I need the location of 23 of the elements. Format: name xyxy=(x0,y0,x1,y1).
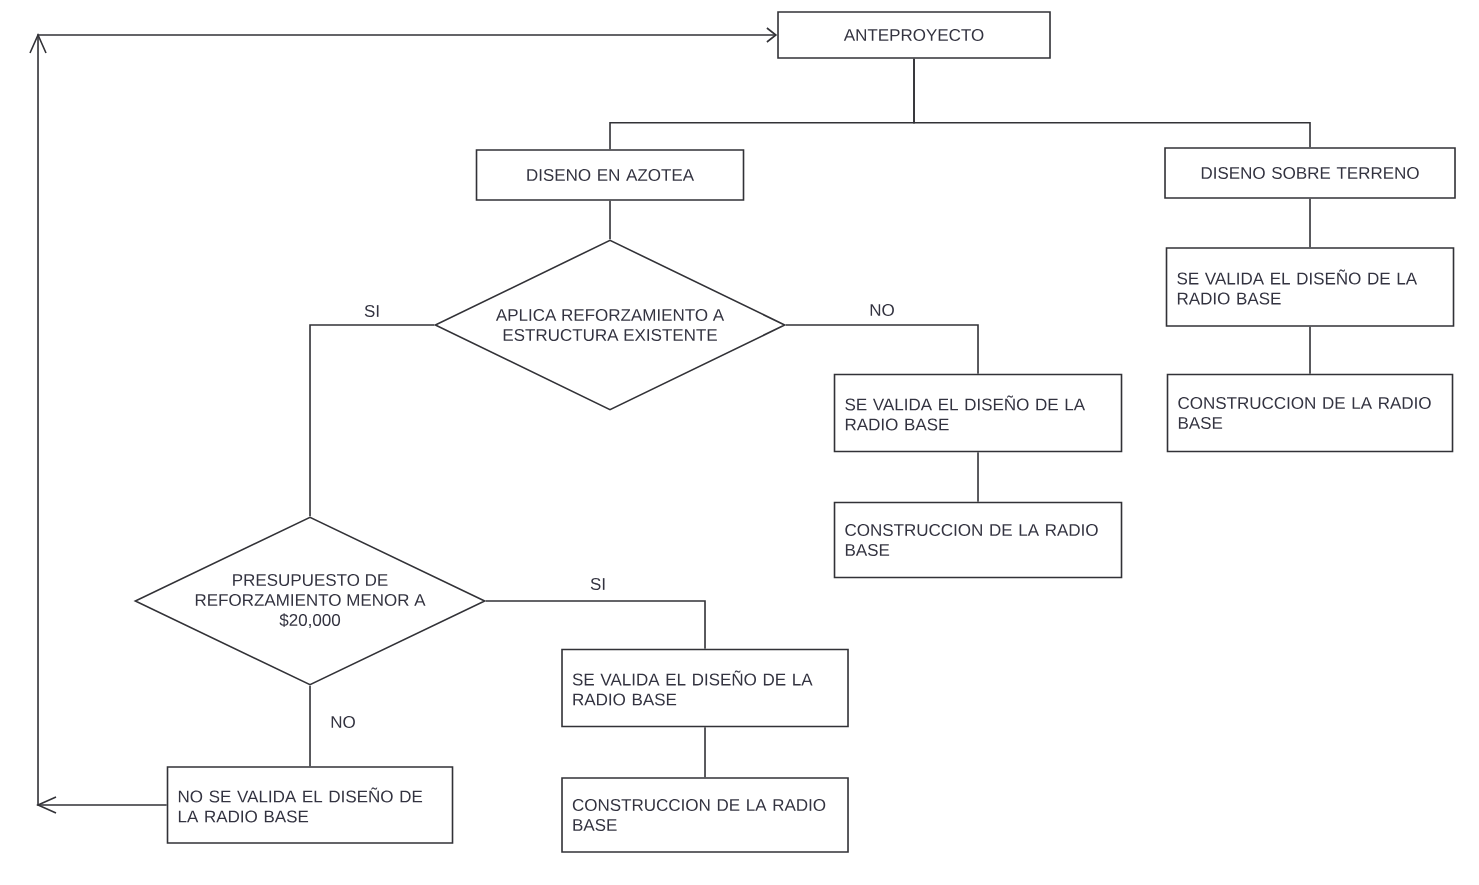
connector xyxy=(309,324,435,517)
process-box: NO SE VALIDA EL DISEÑO DE LA RADIO BASE xyxy=(166,766,454,844)
edge-label: SI xyxy=(589,577,608,591)
connector xyxy=(704,726,706,778)
process-box: SE VALIDA EL DISEÑO DE LA RADIO BASE xyxy=(833,373,1123,453)
connector xyxy=(1309,326,1311,375)
connector xyxy=(977,451,979,503)
process-box: DISENO EN AZOTEA xyxy=(475,149,745,201)
connector xyxy=(29,27,778,814)
process-box: ANTEPROYECTO xyxy=(777,11,1051,59)
process-box: DISENO SOBRE TERRENO xyxy=(1164,147,1456,199)
edge-label: SI xyxy=(363,304,382,318)
process-box: CONSTRUCCION DE LA RADIO BASE xyxy=(1166,373,1454,453)
process-box: SE VALIDA EL DISEÑO DE LA RADIO BASE xyxy=(1165,247,1455,327)
connector xyxy=(485,600,706,650)
process-box: SE VALIDA EL DISEÑO DE LA RADIO BASE xyxy=(561,648,849,728)
connector xyxy=(1309,198,1311,248)
process-box: CONSTRUCCION DE LA RADIO BASE xyxy=(833,501,1123,579)
connector xyxy=(609,200,611,240)
connector xyxy=(309,685,311,767)
process-box: CONSTRUCCION DE LA RADIO BASE xyxy=(561,777,849,853)
connector xyxy=(913,58,1311,148)
connector xyxy=(785,324,979,375)
